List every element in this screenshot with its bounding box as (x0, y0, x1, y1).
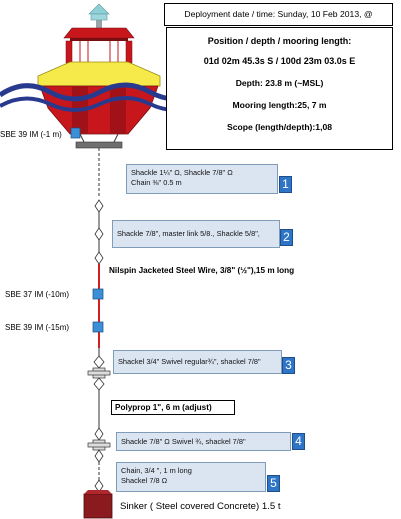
component-number-4: 4 (292, 433, 305, 450)
component-4-line1: Shackle 7/8" Ω Swivel ¾, shackel 7/8" (121, 437, 246, 446)
component-box-3: Shackel 3/4" Swivel regular¾", shackel 7… (113, 350, 282, 374)
buoy-top-rim (70, 38, 128, 41)
sinker-label: Sinker ( Steel covered Concrete) 1.5 t (120, 501, 281, 512)
sea-surface-wave-lower (0, 96, 201, 112)
component-5-line2: Shackel 7/8 Ω (121, 475, 168, 485)
component-1-line1: Shackle 1¼" Ω, Shackle 7/8" Ω (131, 168, 233, 177)
component-number-5: 5 (267, 475, 280, 492)
component-box-4: Shackle 7/8" Ω Swivel ¾, shackel 7/8" (116, 432, 291, 451)
buoy-float (37, 61, 161, 87)
info-mooring-length: Mooring length:25, 7 m (232, 100, 327, 110)
component-number-1: 1 (279, 176, 292, 193)
light-cap (88, 3, 110, 15)
info-position: 01d 02m 45.3s S / 100d 23m 03.0s E (203, 56, 356, 66)
mooring-line (83, 148, 113, 519)
sensor-sbe39-15m (92, 321, 104, 333)
shackle-marker (94, 227, 104, 241)
position-info-box: Position / depth / mooring length: 01d 0… (166, 27, 393, 150)
instrument-label-sbe39-1m: SBE 39 IM (-1 m) (0, 130, 62, 139)
info-title: Position / depth / mooring length: (207, 36, 352, 46)
component-number-2: 2 (280, 229, 293, 246)
buoy-top (63, 27, 135, 39)
component-5-line1: Chain, 3/4 ", 1 m long (121, 466, 192, 475)
wire-label: Nilspin Jacketed Steel Wire, 3/8" (½"),1… (109, 266, 295, 275)
component-number-3: 3 (282, 357, 295, 374)
tower-leg-right (125, 40, 133, 64)
deployment-info-box: Deployment date / time: Sunday, 10 Feb 2… (164, 3, 393, 40)
component-3-line1: Shackel 3/4" Swivel regular¾", shackel 7… (118, 357, 261, 366)
buoy (37, 3, 161, 149)
buoy-bridle-plate (75, 141, 123, 149)
instrument-label-sbe39-15m: SBE 39 IM (-15m) (5, 323, 70, 332)
tower-leg-left (65, 40, 73, 64)
component-2-line1: Shackle 7/8", master link 5/8., Shackle … (117, 229, 260, 238)
sensor-sbe37-10m (92, 288, 104, 300)
component-box-2: Shackle 7/8", master link 5/8., Shackle … (112, 220, 280, 248)
info-scope: Scope (length/depth):1,08 (226, 122, 333, 132)
component-box-1: Shackle 1¼" Ω, Shackle 7/8" Ω Chain ⅜" 0… (126, 164, 278, 194)
info-depth: Depth: 23.8 m (~MSL) (235, 78, 324, 88)
polyprop-label: Polyprop 1", 6 m (adjust) (115, 403, 212, 412)
light-housing (90, 13, 108, 21)
sensor-sbe39-1m (70, 127, 81, 139)
component-box-5: Chain, 3/4 ", 1 m long Shackel 7/8 Ω (116, 462, 266, 492)
instrument-label-sbe37-10m: SBE 37 IM (-10m) (5, 290, 70, 299)
component-1-line2: Chain ⅜" 0.5 m (131, 177, 182, 187)
sinker-block (83, 493, 113, 519)
polyprop-label-box: Polyprop 1", 6 m (adjust) (111, 400, 235, 415)
shackle-marker (94, 251, 104, 265)
shackle-marker (94, 199, 104, 213)
sea-surface-wave (0, 82, 202, 102)
